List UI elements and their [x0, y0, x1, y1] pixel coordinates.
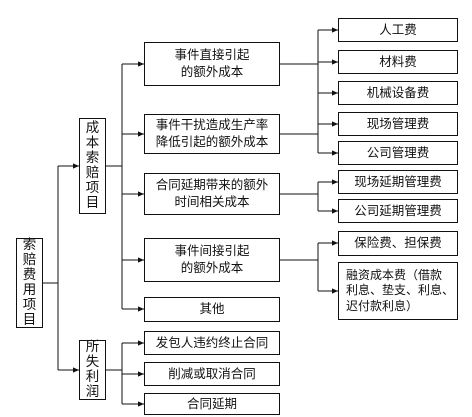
item-indirect-extra-cost: 事件间接引起 的额外成本	[144, 238, 280, 282]
item-reduce-or-cancel-contract: 削减或取消合同	[144, 362, 280, 386]
item-productivity-loss-cost: 事件干扰造成生产率 降低引起的额外成本	[144, 114, 280, 154]
arrowhead	[73, 367, 79, 373]
arrowhead	[332, 121, 338, 127]
arrowhead	[138, 191, 144, 197]
item-direct-extra-cost: 事件直接引起 的额外成本	[144, 42, 280, 86]
arrowhead	[138, 340, 144, 346]
arrowhead	[332, 240, 338, 246]
arrowhead	[332, 27, 338, 33]
arrowhead	[138, 371, 144, 377]
detail-company-management-cost: 公司管理费	[338, 141, 458, 165]
detail-company-delay-management-cost: 公司延期管理费	[338, 199, 458, 223]
arrowhead	[332, 179, 338, 185]
detail-machinery-cost: 机械设备费	[338, 81, 458, 105]
item-other: 其他	[144, 297, 280, 322]
arrowhead	[138, 61, 144, 67]
arrowhead	[73, 163, 79, 169]
arrowhead	[332, 288, 338, 294]
item-contract-extension: 合同延期	[144, 393, 280, 415]
arrowhead	[332, 208, 338, 214]
arrowhead	[138, 401, 144, 407]
item-delay-time-cost: 合同延期带来的额外 时间相关成本	[144, 173, 280, 215]
arrowhead	[138, 131, 144, 137]
detail-site-delay-management-cost: 现场延期管理费	[338, 170, 458, 194]
detail-material-cost: 材料费	[338, 50, 458, 74]
arrowhead	[332, 90, 338, 96]
arrowhead	[138, 306, 144, 312]
root-node: 索赔费用项目	[16, 237, 43, 328]
detail-labor-cost: 人工费	[338, 18, 458, 42]
item-employer-breach-termination: 发包人违约终止合同	[144, 331, 280, 355]
arrowhead	[138, 257, 144, 263]
arrowhead	[332, 150, 338, 156]
detail-insurance-guarantee-cost: 保险费、担保费	[338, 231, 458, 256]
arrowhead	[332, 59, 338, 65]
category-cost-claim: 成本索赔项目	[79, 118, 106, 214]
category-lost-profit: 所失利润	[79, 339, 106, 400]
detail-site-management-cost: 现场管理费	[338, 112, 458, 136]
detail-financing-cost: 融资成本费（借款 利息、垫支、利息、 迟付款利息）	[338, 262, 458, 320]
